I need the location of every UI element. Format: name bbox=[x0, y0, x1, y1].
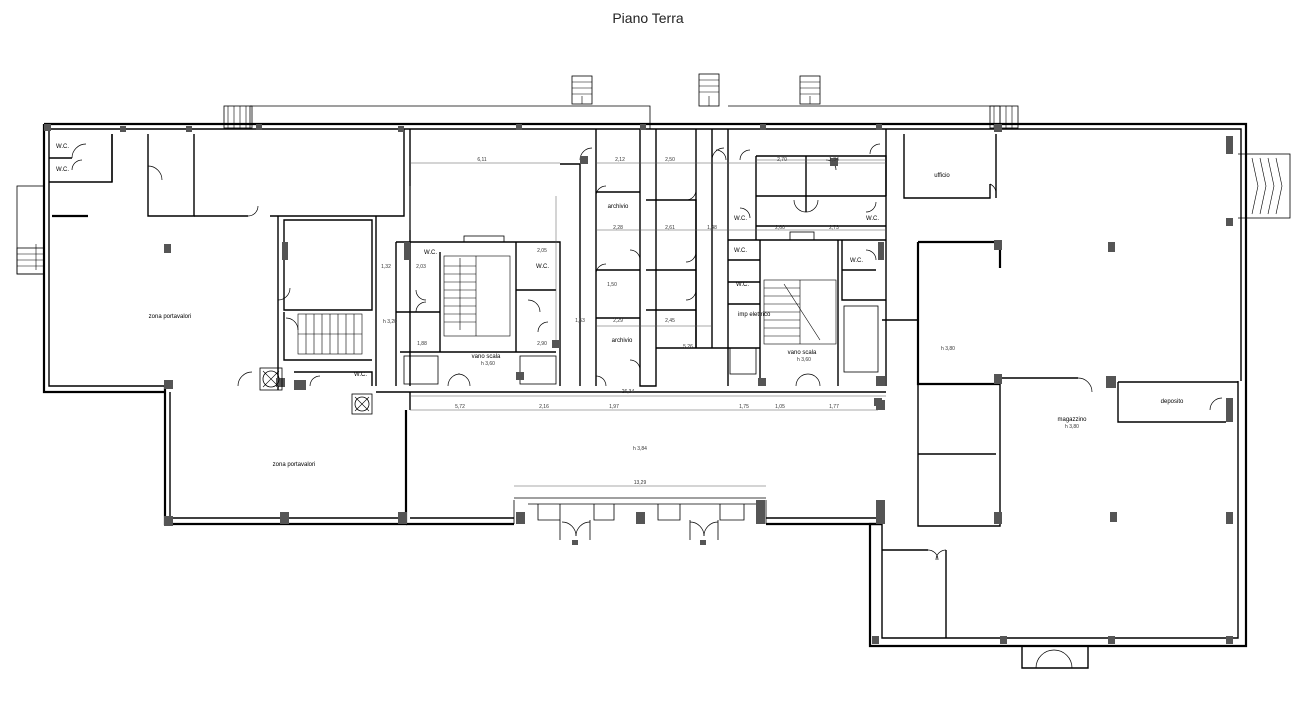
label-wc: W.C. bbox=[850, 258, 863, 264]
label-ufficio: ufficio bbox=[934, 173, 950, 179]
room-labels: W.C. W.C. zona portavalori zona portaval… bbox=[56, 144, 1184, 468]
dimension-lines bbox=[409, 159, 886, 487]
label-magazzino: magazzino bbox=[1057, 417, 1087, 423]
level-vano-scala-left: h 3,60 bbox=[481, 361, 495, 367]
dim-small-1: 1,53 bbox=[575, 318, 585, 324]
vano-scala-left-stair bbox=[403, 235, 557, 385]
label-wc: W.C. bbox=[354, 372, 367, 378]
label-vano-scala: vano scala bbox=[788, 350, 817, 356]
dim-hall-d: 1,75 bbox=[739, 404, 749, 410]
hall-walls bbox=[376, 391, 886, 540]
label-zona-portavalori: zona portavalori bbox=[273, 462, 316, 468]
right-external-ramp bbox=[1238, 153, 1291, 219]
label-wc: W.C. bbox=[734, 216, 747, 222]
left-stair-1 bbox=[297, 313, 363, 355]
label-vano-scala: vano scala bbox=[472, 354, 501, 360]
dim-arch-5: 1,48 bbox=[707, 225, 717, 231]
dim-hall-b: 2,16 bbox=[539, 404, 549, 410]
dim-hall-c: 1,97 bbox=[609, 404, 619, 410]
label-wc: W.C. bbox=[734, 248, 747, 254]
middle-block-walls bbox=[395, 129, 760, 387]
level-magazzino: h 3,80 bbox=[1065, 424, 1079, 430]
dim-small-8: 1,32 bbox=[381, 264, 391, 270]
level-vano-scala-right: h 3,60 bbox=[797, 357, 811, 363]
dim-wc-r3: 2,60 bbox=[775, 225, 785, 231]
dim-hall-f: 1,77 bbox=[829, 404, 839, 410]
dim-wc-r4: 2,73 bbox=[829, 225, 839, 231]
dim-hall-a: 5,72 bbox=[455, 404, 465, 410]
dim-arch-1: 2,12 bbox=[615, 157, 625, 163]
left-wing-walls bbox=[49, 129, 405, 390]
dim-wc-r1: 2,70 bbox=[777, 157, 787, 163]
dim-entrance: 13,29 bbox=[634, 480, 647, 486]
dim-arch-3: 2,28 bbox=[613, 225, 623, 231]
level-hall: h 3,84 bbox=[633, 446, 647, 452]
dim-arch-4: 2,61 bbox=[665, 225, 675, 231]
dimension-labels: 6,11 2,03 2,05 2,12 2,50 2,28 2,61 1,48 … bbox=[381, 157, 839, 486]
level-left-mid: h 3,20 bbox=[383, 319, 397, 325]
left-external-stair bbox=[16, 185, 45, 275]
dim-stair-w1: 2,03 bbox=[416, 264, 426, 270]
canopy-lines bbox=[249, 105, 1001, 129]
dim-wc-r2: 1,34 bbox=[829, 157, 839, 163]
dim-small-3: 2,45 bbox=[665, 318, 675, 324]
label-deposito: deposito bbox=[1161, 399, 1184, 405]
vano-scala-right-stair bbox=[729, 231, 879, 375]
dim-stair-w2: 2,05 bbox=[537, 248, 547, 254]
label-zona-portavalori: zona portavalori bbox=[149, 314, 192, 320]
dim-arch-2: 2,50 bbox=[665, 157, 675, 163]
level-right-block: h 3,80 bbox=[941, 346, 955, 352]
dim-hall-e: 1,05 bbox=[775, 404, 785, 410]
fan-units bbox=[259, 367, 373, 415]
dim-small-6: 2,90 bbox=[537, 341, 547, 347]
label-archivio: archivio bbox=[612, 338, 633, 344]
dim-small-2: 2,29 bbox=[613, 318, 623, 324]
label-archivio: archivio bbox=[608, 204, 629, 210]
outer-walls bbox=[42, 122, 1248, 648]
vent-stacks bbox=[223, 73, 1019, 129]
label-wc: W.C. bbox=[56, 144, 69, 150]
dim-top-span: 6,11 bbox=[477, 157, 487, 163]
columns bbox=[44, 124, 1233, 644]
plan-title: Piano Terra bbox=[612, 10, 684, 26]
label-wc: W.C. bbox=[536, 264, 549, 270]
dim-small-5: 1,88 bbox=[417, 341, 427, 347]
dim-small-7: 1,50 bbox=[607, 282, 617, 288]
label-wc: W.C. bbox=[736, 282, 749, 288]
label-wc: W.C. bbox=[56, 167, 69, 173]
label-wc: W.C. bbox=[866, 216, 879, 222]
dim-small-4: 5,26 bbox=[683, 344, 693, 350]
dim-hall-total: 26,34 bbox=[622, 389, 635, 395]
right-wing-walls bbox=[882, 134, 1238, 669]
label-imp-elettrico: imp elettrico bbox=[738, 312, 771, 318]
label-wc: W.C. bbox=[424, 250, 437, 256]
